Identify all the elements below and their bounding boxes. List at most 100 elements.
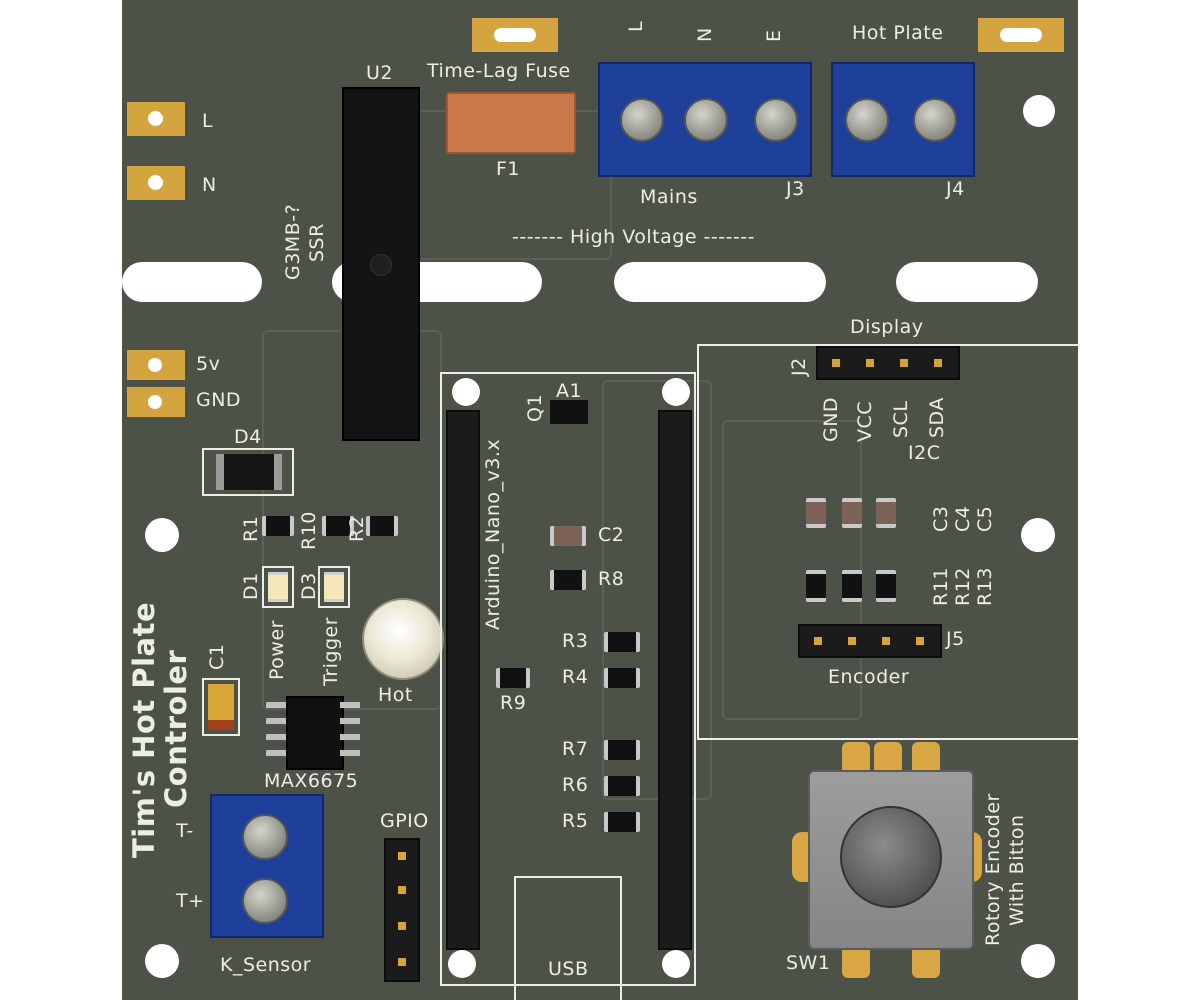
isolation-slot (614, 262, 826, 302)
r4-resistor (604, 668, 640, 688)
j5-label: Encoder (828, 666, 910, 688)
c1-capacitor (208, 684, 234, 730)
pad-gnd (127, 387, 185, 417)
k-sensor-pin-plus: T+ (176, 890, 205, 912)
k-sensor-label: K_Sensor (220, 954, 312, 976)
j3-pin-neutral: N (694, 27, 716, 42)
hot-led-label: Hot (378, 684, 413, 706)
r6-resistor (604, 776, 640, 796)
gpio-header (384, 838, 420, 982)
nano-hole (452, 378, 480, 406)
r3-resistor (604, 632, 640, 652)
mounting-hole (1023, 95, 1055, 127)
display-section-outline (697, 344, 1078, 740)
r2-ref: R2 (346, 515, 368, 542)
u2-label-line2: SSR (306, 223, 328, 262)
r10-resistor (322, 516, 354, 536)
d1-label: Power (266, 620, 288, 680)
mounting-hole (1021, 518, 1055, 552)
r9-resistor (496, 668, 530, 688)
j4-label: Hot Plate (852, 22, 944, 44)
j3-screw-3 (754, 98, 798, 142)
q1-ref: Q1 (524, 393, 546, 422)
board-title-line2: Controler (159, 649, 193, 808)
pad-5v (127, 350, 185, 380)
j2-header (816, 346, 960, 380)
high-voltage-label: ------- High Voltage ------- (512, 226, 756, 248)
d1-led (268, 572, 288, 602)
sw1-knob[interactable] (840, 806, 942, 908)
usb-label: USB (548, 958, 589, 980)
j3-screw-1 (620, 98, 664, 142)
r11-resistor (806, 570, 826, 602)
r1-resistor (262, 516, 294, 536)
c2-capacitor (550, 526, 586, 546)
gpio-label: GPIO (380, 810, 429, 832)
d4-ref: D4 (234, 426, 262, 448)
pad-neutral (127, 166, 185, 200)
j5-ref: J5 (946, 628, 965, 650)
j4-ref: J4 (946, 178, 965, 200)
d3-led (324, 572, 344, 602)
d4-diode (216, 454, 282, 490)
q1-transistor (550, 400, 588, 424)
j2-ref: J2 (788, 357, 810, 376)
r8-resistor (550, 570, 586, 590)
j4-screw-2 (913, 98, 957, 142)
j2-pin-vcc: VCC (854, 400, 876, 442)
trace (602, 380, 712, 800)
r13-ref: R13 (974, 567, 996, 606)
j2-pin-scl: SCL (890, 400, 912, 438)
r12-resistor (842, 570, 862, 602)
c5-capacitor (876, 498, 896, 528)
nano-hole (662, 378, 690, 406)
r10-ref: R10 (298, 511, 320, 550)
r7-resistor (604, 740, 640, 760)
c3-capacitor (806, 498, 826, 528)
usb-outline (514, 876, 622, 1000)
c3-ref: C3 (930, 505, 952, 532)
j3-screw-2 (684, 98, 728, 142)
c4-capacitor (842, 498, 862, 528)
mounting-hole (145, 944, 179, 978)
j5-header (798, 624, 942, 658)
pad-live (127, 102, 185, 136)
arduino-nano-outline (440, 372, 696, 986)
j3-label: Mains (640, 186, 698, 208)
d4-outline (202, 448, 294, 496)
mounting-hole (1021, 944, 1055, 978)
j3-pin-live: L (625, 20, 647, 32)
r7-ref: R7 (562, 738, 589, 760)
max6675-ic (286, 696, 344, 770)
max6675-label: MAX6675 (264, 770, 359, 792)
fuse-label: Time-Lag Fuse (427, 60, 571, 82)
isolation-slot (122, 262, 262, 302)
j2-label: Display (850, 316, 924, 338)
pad-live-label: L (202, 110, 214, 132)
j3-ref: J3 (786, 178, 805, 200)
pad-gnd-label: GND (196, 389, 242, 411)
c1-ref: C1 (206, 643, 228, 670)
pad-top-right (978, 18, 1064, 52)
pad-top-left (472, 18, 558, 52)
d3-outline (318, 566, 350, 608)
c4-ref: C4 (952, 505, 974, 532)
fuse-ref: F1 (496, 158, 521, 180)
c5-ref: C5 (974, 505, 996, 532)
r1-ref: R1 (240, 515, 262, 542)
j2-bus-label: I2C (908, 442, 941, 464)
r5-ref: R5 (562, 810, 589, 832)
mounting-hole (145, 518, 179, 552)
j3-terminal-block (598, 62, 812, 177)
r12-ref: R12 (952, 567, 974, 606)
k-sensor-pin-minus: T- (176, 820, 194, 842)
r3-ref: R3 (562, 630, 589, 652)
j2-pin-gnd: GND (820, 396, 842, 442)
r11-ref: R11 (930, 567, 952, 606)
sw1-ref: SW1 (786, 952, 831, 974)
j4-terminal-block (831, 62, 975, 177)
sw1-label-line1: Rotory Encoder (982, 793, 1004, 946)
d3-ref: D3 (298, 572, 320, 600)
j3-pin-earth: E (763, 29, 785, 42)
arduino-nano-label: Arduino_Nano_v3.x (482, 438, 504, 630)
